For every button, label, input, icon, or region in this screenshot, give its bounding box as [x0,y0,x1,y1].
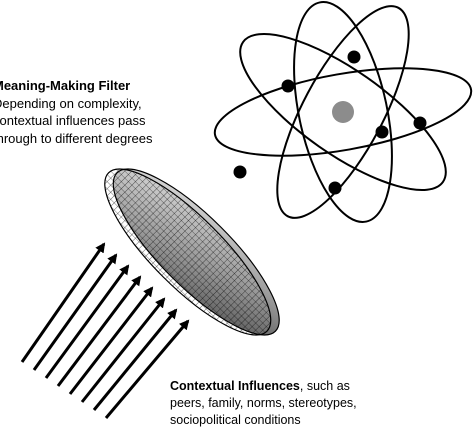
context-title: Contextual Influences [170,379,300,393]
influence-arrow-3 [44,264,130,379]
electron-5 [328,181,342,195]
orbit-2 [239,33,447,191]
filter-mesh [104,168,272,336]
context-description: Contextual Influences, such as peers, fa… [170,378,357,429]
meaning-making-filter [104,168,280,336]
context-line-2: sociopolitical conditions [170,413,301,427]
nucleus [332,101,354,123]
electron-1 [347,50,361,64]
context-title-suffix: , such as [299,379,350,393]
filter-line-2: contextual influences pass [0,113,146,128]
atom [213,1,473,223]
influence-arrow-6 [80,297,166,403]
influence-arrow-5 [68,286,154,395]
filter-line-3: through to different degrees [0,130,153,146]
orbit-4 [293,1,393,223]
orbit-1 [213,67,473,157]
filter-line-1: Depending on complexity, [0,95,142,111]
influence-arrow-2 [32,253,118,371]
influence-arrow-4 [56,275,142,387]
filter-description: Meaning-Making Filter Depending on compl… [0,77,153,147]
electron-3 [375,125,389,139]
context-line-1: peers, family, norms, stereotypes, [170,396,357,410]
influence-arrow-1 [20,242,106,363]
electrons [233,50,427,195]
contextual-influence-arrows [20,242,190,419]
electron-2 [281,79,295,93]
electron-4 [413,116,427,130]
filter-title: Meaning-Making Filter [0,78,131,93]
electron-6 [233,165,247,179]
influence-arrow-7 [92,308,178,411]
influence-arrow-8 [104,319,190,419]
